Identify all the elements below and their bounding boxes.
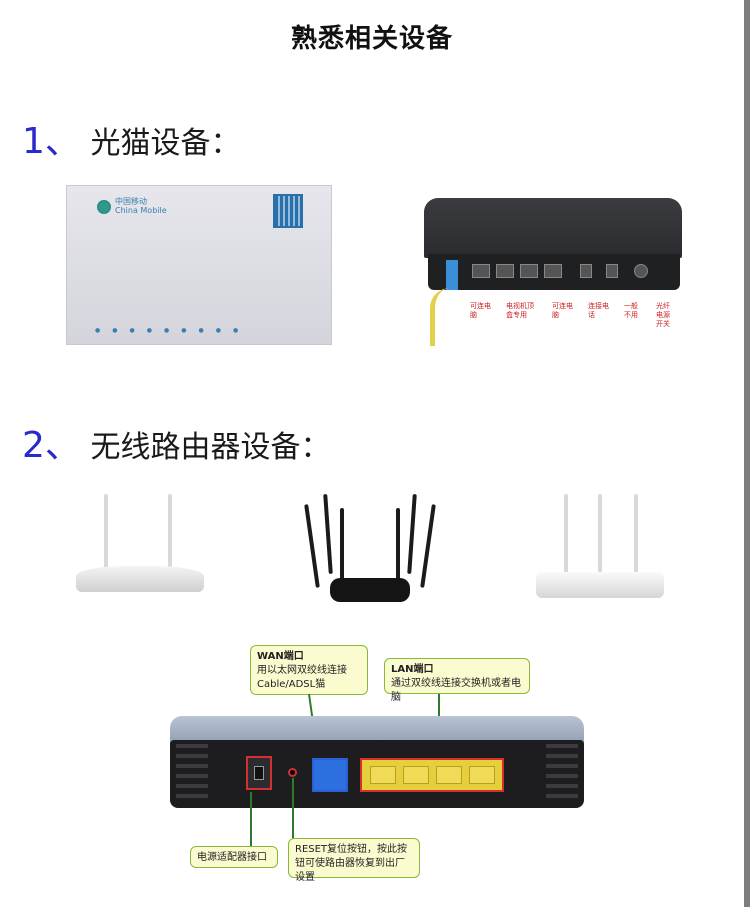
callout-reset: RESET复位按钮，按此按钮可使路由器恢复到出厂设置 — [288, 838, 420, 883]
router-white-three-antenna-image — [536, 494, 664, 606]
ont-brand-text: 中国移动 China Mobile — [115, 197, 167, 215]
section-heading-ont: 1、 光猫设备： — [22, 112, 240, 164]
section-heading-router: 2、 无线路由器设备： — [22, 416, 330, 468]
callout-wan: WAN端口 用以太网双绞线连接Cable/ADSL猫 — [250, 645, 368, 695]
lan-port-icon — [520, 264, 538, 278]
section-number: 2、 — [22, 425, 81, 466]
ont-port-panel — [428, 254, 680, 290]
callout-text: RESET复位按钮，按此按钮可使路由器恢复到出厂设置 — [295, 844, 408, 883]
callout-lan: LAN端口 通过双绞线连接交换机或者电脑 — [384, 658, 530, 703]
antenna-icon — [407, 493, 417, 575]
callout-title: WAN端口 — [257, 651, 304, 662]
router-white-two-antenna-image — [76, 494, 204, 604]
ont-front-image: 中国移动 China Mobile ●●●●●●●●● — [66, 185, 332, 345]
antenna-icon — [340, 508, 344, 582]
antenna-icon — [168, 494, 172, 574]
callout-title: LAN端口 — [391, 664, 434, 675]
lan-port-icon — [496, 264, 514, 278]
router-body — [330, 578, 410, 602]
router-body — [76, 566, 204, 592]
lan-port-icon — [468, 766, 495, 784]
section-number: 1、 — [22, 121, 81, 162]
section-label: 无线路由器设备： — [90, 430, 331, 465]
ont-led-row: ●●●●●●●●● — [95, 327, 239, 334]
antenna-icon — [598, 494, 602, 580]
section-label: 光猫设备： — [90, 126, 241, 161]
antenna-icon — [396, 508, 400, 582]
router-black-six-antenna-image — [304, 493, 436, 606]
antenna-icon — [104, 494, 108, 574]
callout-text: 电源适配器接口 — [197, 852, 267, 863]
page-title: 熟悉相关设备 — [290, 24, 453, 54]
lan-port-icon — [472, 264, 490, 278]
reset-button-icon — [288, 768, 297, 777]
lan-ports-highlight — [360, 758, 504, 792]
ont-back-image: 可连电脑 电视机顶盒专用 可连电脑 连接电话 一般不用 光纤电源开关 — [424, 198, 682, 348]
router-back-image — [170, 716, 584, 808]
network-cable-icon — [446, 260, 458, 290]
lan-port-icon — [369, 766, 396, 784]
ont-top-shell — [424, 198, 682, 258]
router-body — [536, 572, 664, 598]
wan-port-highlight — [312, 758, 348, 792]
leader-line — [250, 792, 252, 846]
phone-port-icon — [606, 264, 618, 278]
lan-port-icon — [435, 766, 462, 784]
antenna-icon — [564, 494, 568, 580]
ont-port-labels: 可连电脑 电视机顶盒专用 可连电脑 连接电话 一般不用 光纤电源开关 — [470, 302, 670, 328]
phone-port-icon — [580, 264, 592, 278]
antenna-icon — [420, 504, 436, 588]
china-mobile-logo-icon — [97, 200, 111, 214]
callout-power: 电源适配器接口 — [190, 846, 278, 868]
qr-code-icon — [273, 194, 303, 228]
fiber-cable-icon — [430, 288, 460, 346]
leader-line — [292, 778, 294, 840]
antenna-icon — [634, 494, 638, 580]
vent-fins-left — [176, 744, 208, 800]
callout-text: 用以太网双绞线连接Cable/ADSL猫 — [257, 665, 347, 690]
vent-fins-right — [546, 744, 578, 800]
right-edge-bar — [744, 0, 750, 907]
callout-text: 通过双绞线连接交换机或者电脑 — [391, 678, 521, 703]
power-jack-icon — [254, 766, 264, 780]
antenna-icon — [323, 493, 333, 575]
power-jack-highlight — [246, 756, 272, 790]
lan-port-icon — [544, 264, 562, 278]
power-port-icon — [634, 264, 648, 278]
lan-port-icon — [402, 766, 429, 784]
antenna-icon — [304, 504, 320, 588]
